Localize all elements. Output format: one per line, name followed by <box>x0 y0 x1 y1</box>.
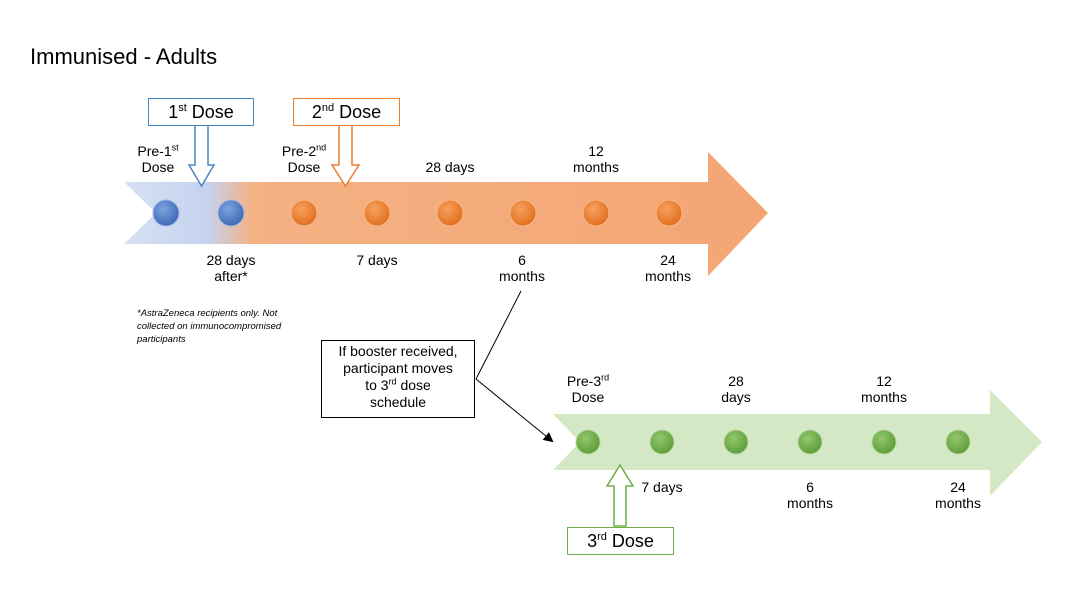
footnote: *AstraZeneca recipients only. Not collec… <box>137 308 282 345</box>
label-s2-6-months: 6 months <box>787 479 833 511</box>
timepoint-dot-28days-after <box>217 199 245 227</box>
booster-note-box: If booster received, participant moves t… <box>321 340 475 418</box>
label-28-days-after: 28 days after* <box>206 252 256 284</box>
timepoint-dot-24months <box>655 199 683 227</box>
label-24-months: 24 months <box>645 252 691 284</box>
label-28-days: 28 days <box>425 159 475 175</box>
timepoint-dot-28days <box>436 199 464 227</box>
timepoint-dot-s2-6months <box>797 429 823 455</box>
timepoint-dot-s2-12months <box>871 429 897 455</box>
timepoint-dot-pre3 <box>575 429 601 455</box>
label-6-months: 6 months <box>499 252 545 284</box>
dose2-box: 2nd Dose <box>293 98 400 126</box>
label-12-months: 12 months <box>573 143 619 175</box>
timepoint-dot-s2-7days <box>649 429 675 455</box>
timepoint-dot-s2-28days <box>723 429 749 455</box>
timepoint-dot-s2-24months <box>945 429 971 455</box>
dose3-box: 3rd Dose <box>567 527 674 555</box>
timepoint-dot-6months <box>509 199 537 227</box>
label-s2-12-months: 12 months <box>861 373 907 405</box>
connector-arrow-to-schedule-2 <box>475 378 554 443</box>
label-s2-24-months: 24 months <box>935 479 981 511</box>
dose3-up-arrow <box>605 463 635 527</box>
label-s2-28-days: 28 days <box>721 373 751 405</box>
timepoint-dot-7days <box>363 199 391 227</box>
label-pre3-dose: Pre-3rd Dose <box>566 372 610 405</box>
dose1-box: 1st Dose <box>148 98 254 126</box>
dose1-down-arrow <box>187 124 216 188</box>
dose2-down-arrow <box>330 124 361 188</box>
page-title: Immunised - Adults <box>30 44 218 69</box>
label-s2-7-days: 7 days <box>641 479 683 495</box>
timeline-arrow-2 <box>553 390 1042 496</box>
label-7-days: 7 days <box>356 252 398 268</box>
timepoint-dot-pre2 <box>290 199 318 227</box>
label-pre1-dose: Pre-1st Dose <box>137 142 179 175</box>
connector-line-from-6months <box>475 290 522 380</box>
label-pre2-dose: Pre-2nd Dose <box>281 142 327 175</box>
timepoint-dot-pre1 <box>152 199 180 227</box>
timepoint-dot-12months <box>582 199 610 227</box>
